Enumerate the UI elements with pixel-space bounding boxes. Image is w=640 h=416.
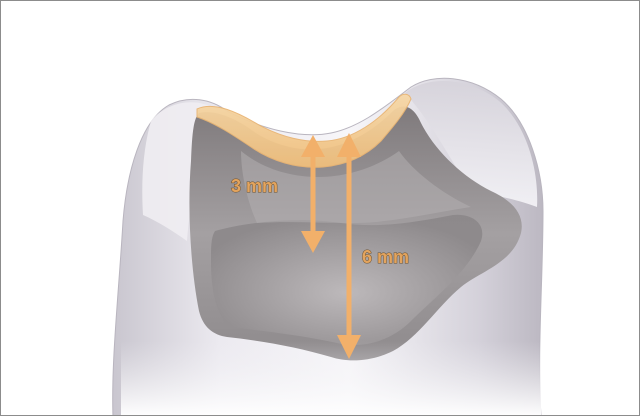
tooth-root-glow xyxy=(121,341,541,416)
label-3mm: 3 mm xyxy=(231,176,278,196)
label-6mm: 6 mm xyxy=(362,247,409,267)
